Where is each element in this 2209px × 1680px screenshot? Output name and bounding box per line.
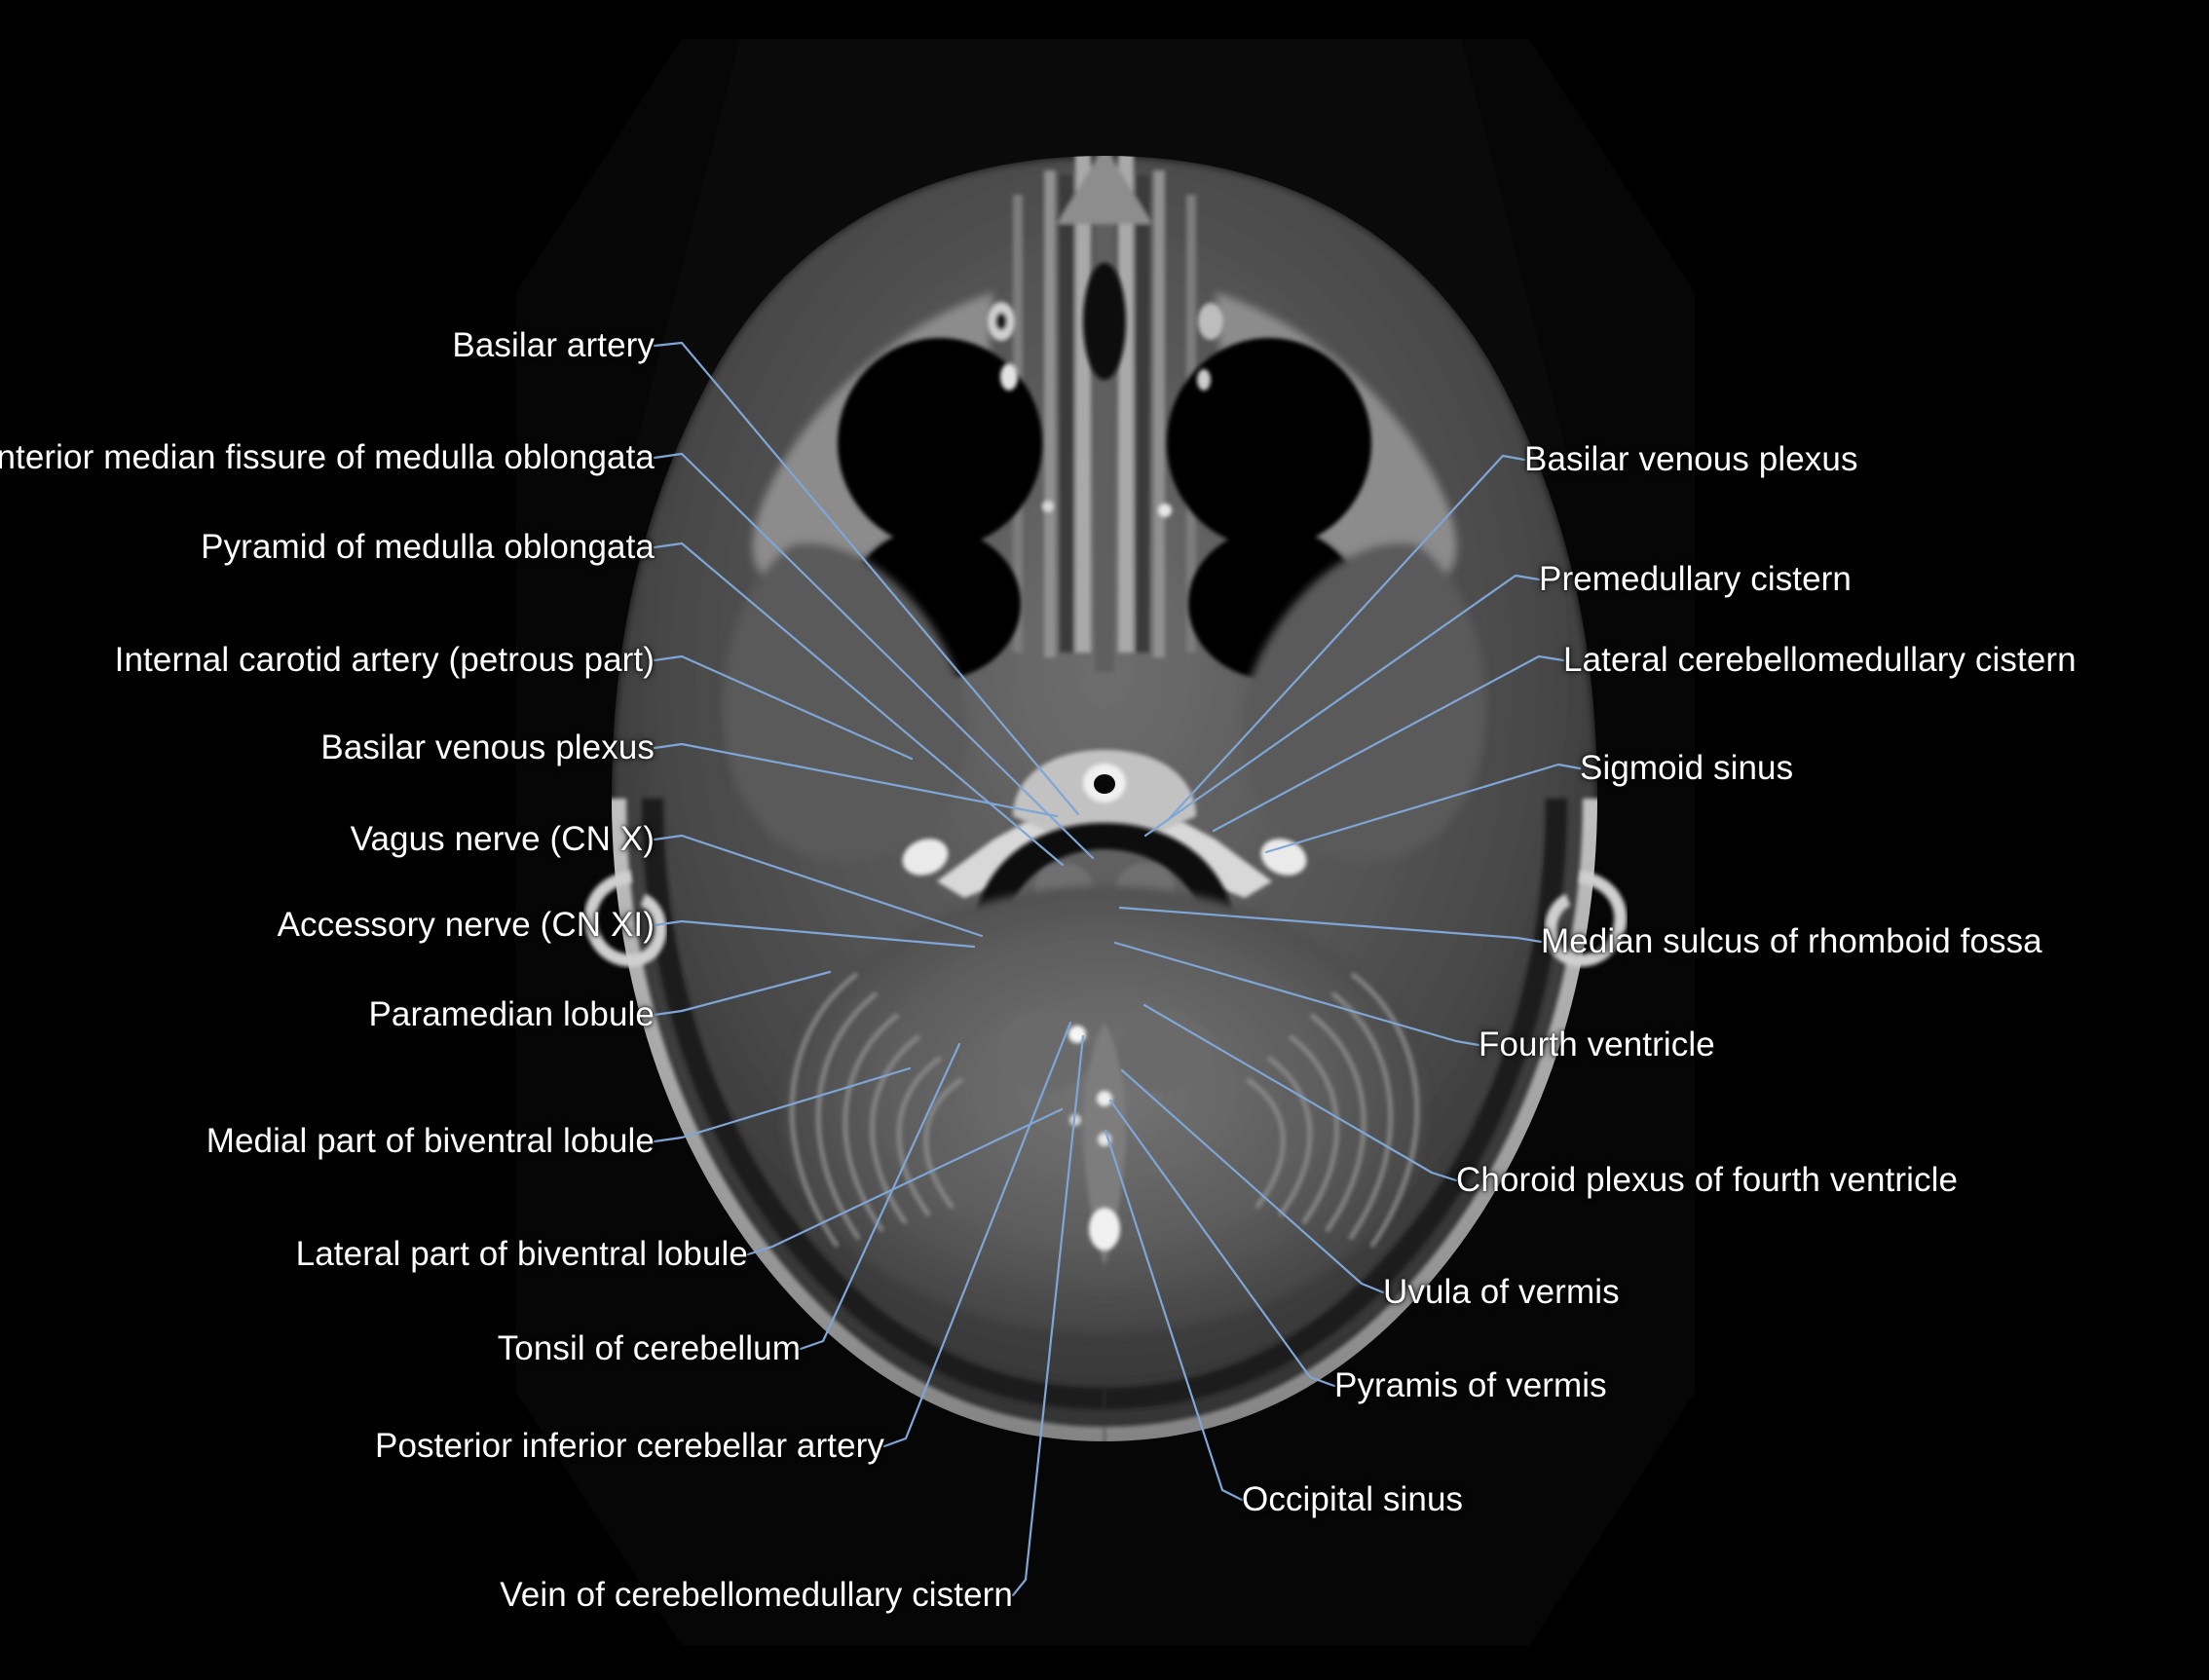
annotation-label-pyramis-of-vermis: Pyramis of vermis — [1334, 1366, 1607, 1404]
annotation-label-paramedian-lobule: Paramedian lobule — [368, 995, 655, 1033]
annotation-label-basilar-venous-plexus: Basilar venous plexus — [1524, 440, 1858, 478]
annotation-label-lateral-cerebellomedullary-cistern: Lateral cerebellomedullary cistern — [1563, 641, 2077, 679]
annotation-label-premedullary-cistern: Premedullary cistern — [1539, 560, 1852, 598]
annotation-label-vagus-nerve-cn-x: Vagus nerve (CN X) — [350, 820, 655, 858]
annotation-label-posterior-inferior-cerebellar-artery: Posterior inferior cerebellar artery — [375, 1427, 884, 1465]
annotation-label-basilar-artery: Basilar artery — [452, 326, 655, 364]
annotation-label-internal-carotid-artery-petrous-part: Internal carotid artery (petrous part) — [114, 641, 655, 679]
annotation-label-choroid-plexus-of-fourth-ventricle: Choroid plexus of fourth ventricle — [1456, 1161, 1959, 1199]
annotation-label-vein-of-cerebellomedullary-cistern: Vein of cerebellomedullary cistern — [500, 1576, 1013, 1614]
annotation-label-occipital-sinus: Occipital sinus — [1242, 1480, 1464, 1518]
annotation-label-pyramid-of-medulla-oblongata: Pyramid of medulla oblongata — [201, 528, 655, 566]
annotation-label-median-sulcus-of-rhomboid-fossa: Median sulcus of rhomboid fossa — [1541, 922, 2042, 960]
annotation-label-basilar-venous-plexus: Basilar venous plexus — [320, 728, 655, 766]
annotation-label-fourth-ventricle: Fourth ventricle — [1479, 1026, 1715, 1064]
basilar-artery — [1083, 764, 1126, 803]
annotation-label-tonsil-of-cerebellum: Tonsil of cerebellum — [497, 1329, 801, 1367]
annotation-label-medial-part-of-biventral-lobule: Medial part of biventral lobule — [206, 1122, 655, 1160]
head-cross-section — [612, 156, 1597, 1441]
annotation-label-anterior-median-fissure-of-medulla-oblongata: Anterior median fissure of medulla oblon… — [0, 438, 655, 476]
annotation-label-accessory-nerve-cn-xi: Accessory nerve (CN XI) — [277, 906, 655, 944]
annotation-label-sigmoid-sinus: Sigmoid sinus — [1580, 749, 1794, 787]
annotation-label-lateral-part-of-biventral-lobule: Lateral part of biventral lobule — [295, 1235, 748, 1273]
annotation-label-uvula-of-vermis: Uvula of vermis — [1383, 1273, 1620, 1311]
auricle-right — [1544, 870, 1628, 967]
